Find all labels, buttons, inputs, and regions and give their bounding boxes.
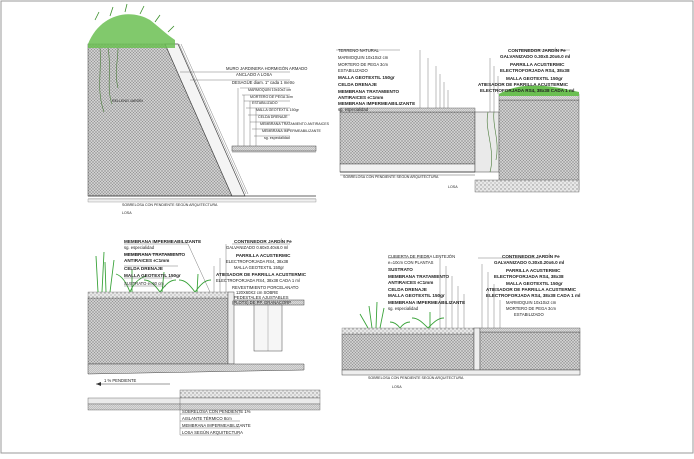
tl-callout-6: MALLA GEOTEXTIL 150gr bbox=[256, 108, 300, 112]
bl-slope-label: 1 % PENDIENTE bbox=[104, 378, 137, 383]
bl-rcallout-0: CONTENEDOR JARDÍN Fe bbox=[234, 237, 292, 244]
plants bbox=[95, 251, 212, 293]
tl-callout-8: MEMBRANA TRATAMIENTO ANTIRAICES bbox=[260, 122, 330, 126]
soil-fill bbox=[87, 297, 229, 365]
bl-rcallout-7: REVESTIMIENTO PORCELANATO bbox=[232, 285, 299, 290]
bl-lcallout-3: ANTIRAICES e=1mm bbox=[124, 258, 169, 263]
tr-rcallout-5: ATIESADOR DE PARRILLA ACUSTERMIC bbox=[478, 82, 569, 87]
br-rcallout-5: ATIESADOR DE PARRILLA ACUSTERMIC bbox=[486, 287, 577, 292]
br-slab-label: LOSA bbox=[392, 385, 402, 389]
tl-callout-1: ANCLADO A LOSA bbox=[236, 72, 272, 77]
bl-lcallout-5: MALLA GEOTEXTIL 150gr bbox=[124, 273, 181, 278]
tr-rcallout-1: GALVANIZADO 0.30x0.20x6.0 ml bbox=[500, 54, 570, 59]
soil-fill bbox=[341, 333, 475, 371]
panel-bottom-right: CUBIERTA DE PIEDRA LENTEJÓN e=10cm CON P… bbox=[341, 252, 580, 389]
tl-callout-3: MARMOQUIN 10x10x2 cm bbox=[248, 88, 291, 92]
br-lcallout-7: MEMBRANA IMPERMEABILIZANTE bbox=[388, 300, 465, 305]
bl-rcallout-6: ELECTROFORJADA RS4, 38x38 CADA 1 ml bbox=[216, 278, 300, 283]
bl-bcallout-0: SOBRELOSA CON PENDIENTE 1% bbox=[182, 409, 251, 414]
roots bbox=[99, 47, 119, 113]
tr-rcallout-0: CONTENEDOR JARDÍN Fe bbox=[508, 46, 566, 53]
tl-bottom-note: SOBRELOSA CON PENDIENTE SEGÚN ARQUITECTU… bbox=[122, 202, 218, 207]
br-rcallout-8: MORTERO DE PEGA 3cm bbox=[506, 306, 556, 311]
tr-rcallout-6: ELECTROFORJADA RS4, 38x38 CADA 1 ml bbox=[480, 88, 574, 93]
br-rcallout-0: CONTENEDOR JARDÍN Fe bbox=[502, 252, 560, 259]
panel-bottom-left: 1 % PENDIENTE MEMBRANA IMPERMEABILIZANTE… bbox=[87, 237, 321, 436]
br-rcallout-1: GALVANIZADO 0.30x0.20x6.0 ml bbox=[494, 260, 564, 265]
br-lcallout-6: MALLA GEOTEXTIL 150gr bbox=[388, 293, 445, 298]
bl-lcallout-2: MEMBRANA TRATAMIENTO bbox=[124, 252, 185, 257]
tr-bottom-note: SOBRELOSA CON PENDIENTE SEGÚN ARQUITECTU… bbox=[343, 174, 439, 179]
tl-callout-2: DESAGÜE diam. 1" cada 1 metro bbox=[232, 80, 295, 85]
tr-rcallout-4: MALLA GEOTEXTIL 150gr bbox=[506, 76, 563, 81]
bl-bcallout-1: AISLANTE TÉRMICO 8cm bbox=[182, 416, 232, 421]
plants bbox=[359, 301, 445, 329]
tr-lcallout-8: MEMBRANA IMPERMEABILIZANTE bbox=[338, 101, 415, 106]
tr-lcallout-6: MEMBRANA TRATAMIENTO bbox=[338, 89, 399, 94]
soil-fill bbox=[339, 111, 476, 165]
br-rcallout-4: MALLA GEOTEXTIL 150gr bbox=[506, 281, 563, 286]
tr-rcallout-3: ELECTROFORJADA RS4, 38x38 bbox=[500, 68, 570, 73]
br-rcallout-7: MARMOQUIN 10x10x2 cm bbox=[506, 300, 557, 305]
br-rcallout-9: ESTABILIZADO bbox=[514, 312, 544, 317]
bl-rcallout-1: GALVANIZADO 0.60x0.40x6.0 ml bbox=[226, 245, 288, 250]
plants bbox=[499, 85, 579, 96]
tr-lcallout-3: ESTABILIZADO bbox=[338, 68, 368, 73]
tl-callout-5: ESTABILIZADO bbox=[252, 101, 278, 105]
grass-top bbox=[88, 14, 175, 48]
panel-top-right: TERRENO NATURAL MARMOQUIN 10x10x2 cm MOR… bbox=[336, 46, 580, 193]
bl-bcallout-2: MEMBRANA IMPERMEABILIZANTE bbox=[182, 423, 251, 428]
br-lcallout-8: sg. especialidad bbox=[388, 306, 419, 311]
tr-lcallout-5: CELDA DRENAJE bbox=[338, 82, 377, 87]
planter bbox=[474, 111, 500, 173]
bl-rcallout-4: MALLA GEOTEXTIL 150gr bbox=[234, 265, 284, 270]
bl-lcallout-1: sg. especialidad bbox=[124, 245, 155, 250]
br-lcallout-3: MEMBRANA TRATAMIENTO bbox=[388, 274, 449, 279]
tr-lcallout-4: MALLA GEOTEXTIL 150gr bbox=[338, 75, 395, 80]
floor-slab bbox=[231, 145, 317, 152]
tl-slab-label: LOSA bbox=[122, 211, 132, 215]
bl-rcallout-9: PEDESTALES AJUSTABLES bbox=[234, 295, 289, 300]
bl-rcallout-3: ELECTROFORJADA RS4, 38x38 bbox=[226, 259, 289, 264]
tr-rcallout-2: PARRILLA ACUSTERMIC bbox=[510, 62, 565, 67]
tr-lcallout-9: sg. especialidad bbox=[338, 107, 369, 112]
tl-callout-0: MURO JARDINERA HORMIGÓN ARMADO bbox=[226, 66, 308, 71]
bl-rcallout-8: 120X60X2 cm SOBRE bbox=[236, 290, 278, 295]
tr-lcallout-1: MARMOQUIN 10x10x2 cm bbox=[338, 55, 389, 60]
bl-lcallout-4: CELDA DRENAJE bbox=[124, 266, 163, 271]
br-lcallout-5: CELDA DRENAJE bbox=[388, 287, 427, 292]
tl-callout-4: MORTERO DE PEGA 3cm bbox=[250, 95, 293, 99]
tr-slab-label: LOSA bbox=[448, 185, 458, 189]
br-rcallout-2: PARRILLA ACUSTERMIC bbox=[506, 268, 561, 273]
bl-bcallout-3: LOSA SEGÚN ARQUITECTURA bbox=[182, 430, 243, 435]
br-rcallout-3: ELECTROFORJADA RS4, 38x38 bbox=[494, 274, 564, 279]
tl-callout-7: CELDA DRENAJE bbox=[258, 115, 288, 119]
bl-lcallout-0: MEMBRANA IMPERMEABILIZANTE bbox=[124, 239, 201, 244]
br-lcallout-4: ANTIRAICES e=1mm bbox=[388, 280, 433, 285]
tl-callout-9: MEMBRANA IMPERMEABILIZANTE bbox=[262, 129, 322, 133]
tr-lcallout-7: ANTIRAICES e=1mm bbox=[338, 95, 383, 100]
br-rcallout-6: ELECTROFORJADA RS4, 38x38 CADA 1 ml bbox=[486, 293, 580, 298]
panel-top-left: MURO JARDINERA HORMIGÓN ARMADO ANCLADO A… bbox=[87, 3, 330, 215]
br-bottom-note: SOBRELOSA CON PENDIENTE SEGÚN ARQUITECTU… bbox=[368, 375, 464, 380]
tl-callout-10: sg. especialidad bbox=[264, 136, 290, 140]
bl-rcallout-2: PARRILLA ACUSTERMIC bbox=[236, 253, 291, 258]
br-lcallout-1: e=10cm CON PLANTAS bbox=[388, 260, 434, 265]
bl-lcallout-6: SUSTRATO e=60 cm bbox=[124, 281, 164, 286]
br-lcallout-2: SUSTRATO bbox=[388, 267, 413, 272]
bl-rcallout-10: (PLOTS) DE PP. GRANACORP bbox=[232, 300, 291, 305]
tl-soil-label: RELLENO JARDÍN bbox=[112, 99, 143, 103]
tr-lcallout-2: MORTERO DE PEGA 3cm bbox=[338, 62, 388, 67]
bl-rcallout-5: ATIESADOR DE PARRILLA ACUSTERMIC bbox=[216, 272, 307, 277]
tr-lcallout-0: TERRENO NATURAL bbox=[338, 48, 380, 53]
br-lcallout-0: CUBIERTA DE PIEDRA LENTEJÓN bbox=[388, 254, 455, 259]
